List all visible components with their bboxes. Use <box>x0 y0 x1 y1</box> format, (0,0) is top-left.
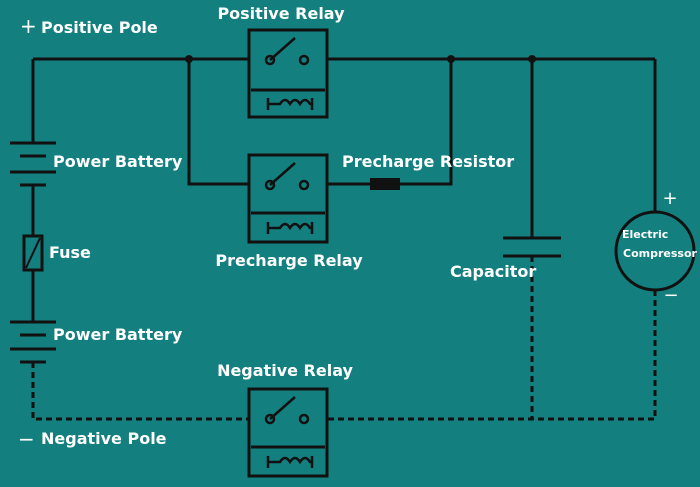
precharge-relay-icon <box>247 153 329 244</box>
wire-resistor-return <box>398 59 453 186</box>
junctions <box>185 55 536 63</box>
compressor-label-line2: Compressor <box>623 247 698 260</box>
battery-icon <box>10 141 56 187</box>
compressor-icon <box>614 210 696 292</box>
compressor-plus-sign: + <box>662 188 677 209</box>
battery-icon <box>10 320 56 364</box>
fuse-icon <box>22 234 44 272</box>
negative-wiring <box>31 256 657 421</box>
wire-negative-left <box>31 362 268 421</box>
capacitor-icon <box>503 236 561 258</box>
negative-pole-sign: − <box>18 427 35 451</box>
positive-wiring <box>31 57 657 322</box>
fuse-label: Fuse <box>49 243 91 262</box>
negative-pole-label: Negative Pole <box>41 429 167 448</box>
power-battery-bottom-label: Power Battery <box>53 325 183 344</box>
positive-relay-icon <box>247 28 329 119</box>
junction-dot <box>185 55 193 63</box>
wire-precharge-branch <box>187 59 268 186</box>
precharge-relay-label: Precharge Relay <box>215 251 363 270</box>
compressor-minus-sign: − <box>663 285 678 306</box>
junction-dot <box>528 55 536 63</box>
junction-dot <box>447 55 455 63</box>
negative-relay-label: Negative Relay <box>217 361 353 380</box>
resistor-icon <box>370 178 400 190</box>
power-battery-top-label: Power Battery <box>53 152 183 171</box>
wire-negative-right <box>318 290 657 421</box>
positive-pole-sign: + <box>20 14 37 38</box>
capacitor-label: Capacitor <box>450 262 536 281</box>
positive-pole-label: Positive Pole <box>41 18 158 37</box>
positive-relay-label: Positive Relay <box>217 4 345 23</box>
negative-relay-icon <box>247 387 329 478</box>
compressor-label-line1: Electric <box>622 228 668 241</box>
precharge-resistor-label: Precharge Resistor <box>342 152 514 171</box>
